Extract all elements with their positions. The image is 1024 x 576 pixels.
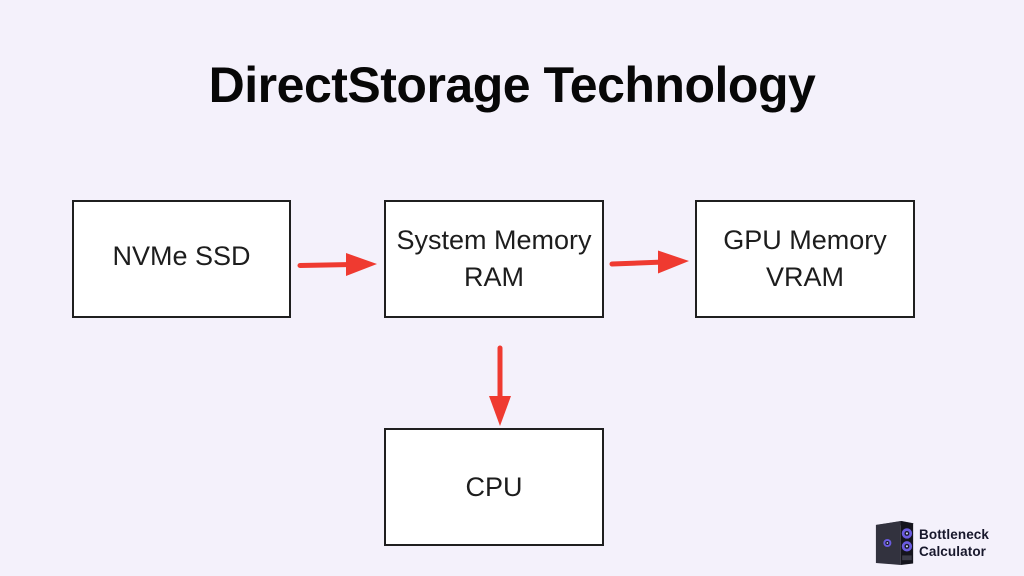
node-nvme-ssd: NVMe SSD — [72, 200, 291, 318]
logo-wordmark: Bottleneck Calculator — [919, 526, 989, 560]
logo-line2: Calculator — [919, 544, 987, 559]
node-nvme-ssd-label: NVMe SSD — [112, 240, 251, 271]
node-gpu-memory-vram: GPU Memory VRAM — [695, 200, 915, 318]
node-system-memory-ram: System Memory RAM — [384, 200, 604, 318]
node-system-memory-label-line1: System Memory — [396, 225, 592, 255]
node-system-memory-label-line2: RAM — [464, 262, 524, 292]
arrow-ram-to-cpu-icon — [489, 345, 511, 426]
page-title: DirectStorage Technology — [208, 57, 816, 113]
node-cpu-label: CPU — [465, 471, 523, 502]
node-cpu: CPU — [384, 428, 604, 546]
node-gpu-memory-label-line2: VRAM — [765, 262, 844, 292]
bottleneck-calculator-logo: Bottleneck Calculator — [874, 518, 989, 568]
logo-line1: Bottleneck — [919, 527, 990, 542]
arrow-ram-to-vram-icon — [609, 250, 689, 274]
pc-tower-icon — [875, 521, 915, 565]
node-gpu-memory-label-line1: GPU Memory — [723, 225, 887, 255]
arrow-nvme-to-ram-icon — [297, 253, 377, 276]
